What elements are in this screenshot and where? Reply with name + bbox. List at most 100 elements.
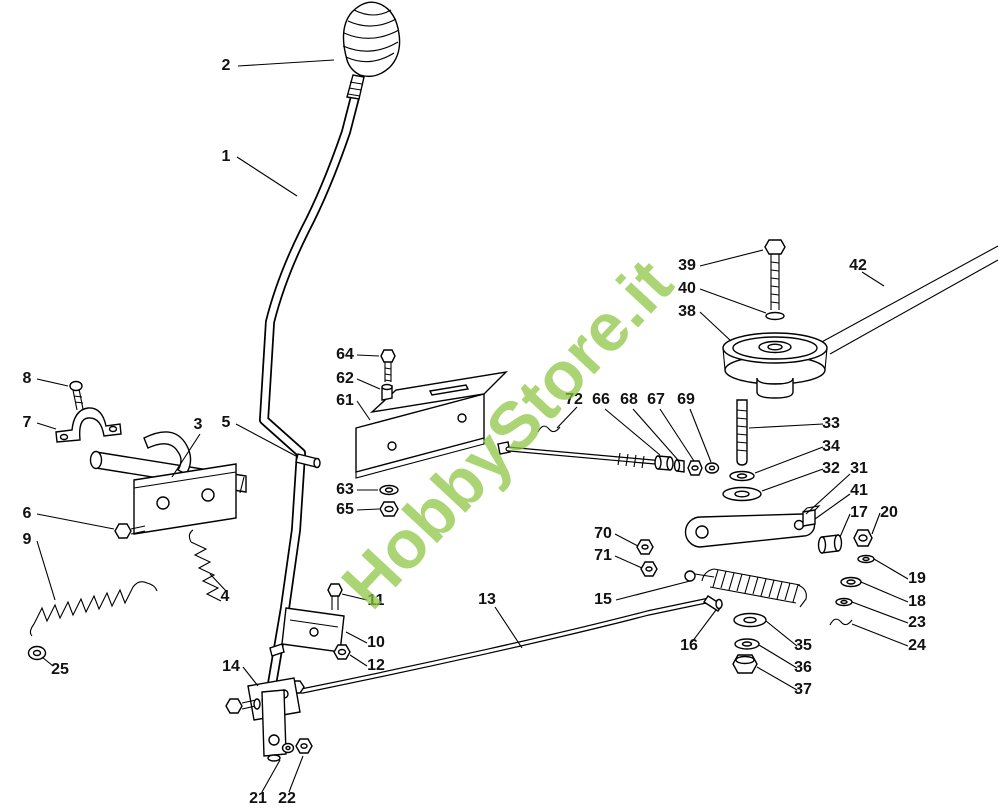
part-label-22: 22	[278, 790, 296, 807]
gear-lever-shaft	[259, 92, 360, 755]
nut-71	[640, 561, 658, 577]
pulley-38	[722, 332, 828, 399]
part-label-11: 11	[368, 592, 385, 609]
part-label-38: 38	[678, 303, 696, 320]
lever-foot	[261, 689, 287, 762]
nut-70	[636, 539, 654, 555]
washer-25	[27, 645, 47, 661]
washer-40	[765, 311, 785, 321]
part-label-69: 69	[677, 391, 695, 408]
nut-65	[379, 501, 399, 517]
spring-4	[188, 529, 222, 602]
rod-end-16	[703, 595, 723, 612]
spacer-68	[673, 459, 685, 473]
nut-20	[853, 529, 873, 547]
pivot-bracket-3	[133, 463, 237, 535]
part-label-14: 14	[222, 658, 240, 675]
part-label-33: 33	[822, 415, 840, 432]
part-label-15: 15	[594, 591, 612, 608]
part-label-24: 24	[908, 637, 926, 654]
part-label-63: 63	[336, 481, 354, 498]
part-label-61: 61	[336, 392, 354, 409]
part-label-67: 67	[647, 391, 665, 408]
part-label-1: 1	[222, 148, 231, 165]
part-label-4: 4	[221, 588, 230, 605]
clip-24	[829, 618, 853, 626]
hook-bracket	[143, 431, 192, 475]
part-label-66: 66	[592, 391, 610, 408]
bolt-39	[764, 239, 786, 310]
part-label-71: 71	[594, 547, 612, 564]
clamp-bracket-7	[55, 407, 122, 443]
part-label-10: 10	[367, 634, 385, 651]
washer-18	[840, 576, 862, 588]
washer-19	[857, 554, 875, 564]
washer-23	[835, 597, 853, 607]
pin-14	[225, 698, 261, 714]
part-label-34: 34	[822, 438, 840, 455]
nut-67	[687, 460, 703, 476]
bolt-6	[114, 523, 146, 539]
part-label-72: 72	[565, 391, 583, 408]
nut-22	[295, 738, 313, 754]
spacer-62	[381, 383, 393, 401]
part-label-13: 13	[478, 591, 496, 608]
part-label-21: 21	[249, 790, 267, 807]
part-label-25: 25	[51, 661, 69, 678]
part-label-62: 62	[336, 370, 354, 387]
part-label-42: 42	[849, 257, 867, 274]
part-label-12: 12	[367, 657, 385, 674]
part-label-65: 65	[336, 501, 354, 518]
pin-5	[295, 453, 321, 469]
part-label-37: 37	[794, 681, 812, 698]
bolt-33	[736, 399, 748, 466]
part-label-19: 19	[908, 570, 926, 587]
part-label-40: 40	[678, 280, 696, 297]
nut-37	[732, 654, 758, 674]
part-label-6: 6	[23, 505, 32, 522]
part-label-68: 68	[620, 391, 638, 408]
part-label-5: 5	[222, 414, 231, 431]
part-label-7: 7	[23, 414, 32, 431]
part-label-35: 35	[794, 637, 812, 654]
nut-12	[333, 644, 351, 660]
part-labels: 2 1 8 7 3 5 6 9 4 25 64 62 61 63 65 11 1…	[23, 57, 926, 807]
part-label-18: 18	[908, 593, 926, 610]
part-label-31: 31	[850, 460, 868, 477]
part-label-3: 3	[194, 416, 203, 433]
gear-knob	[342, 1, 401, 100]
leader-lines	[36, 59, 909, 793]
part-label-17: 17	[850, 504, 868, 521]
part-label-8: 8	[23, 370, 32, 387]
part-label-23: 23	[908, 614, 926, 631]
washer-34	[729, 470, 755, 482]
washer-32	[722, 486, 762, 502]
spacer-17	[817, 534, 843, 554]
bracket-61	[355, 370, 509, 479]
part-label-9: 9	[23, 531, 32, 548]
screw-8	[69, 380, 84, 411]
clip-72	[537, 425, 561, 433]
spacer-66	[654, 455, 674, 471]
bolt-11	[327, 583, 343, 610]
control-rod	[497, 441, 657, 469]
spring-15	[684, 568, 807, 608]
washer-36	[734, 638, 760, 650]
washer-69	[704, 462, 720, 474]
part-label-36: 36	[794, 659, 812, 676]
washer-35	[733, 612, 767, 628]
washer-21	[281, 742, 295, 754]
part-label-20: 20	[880, 504, 898, 521]
washer-63	[379, 484, 399, 496]
part-label-2: 2	[222, 57, 231, 74]
part-label-64: 64	[336, 346, 354, 363]
spring-9	[29, 581, 158, 637]
bolt-64	[380, 349, 396, 382]
part-label-16: 16	[680, 637, 698, 654]
part-label-32: 32	[822, 460, 840, 477]
drive-belt	[817, 245, 999, 355]
part-label-39: 39	[678, 257, 696, 274]
part-label-41: 41	[850, 482, 868, 499]
